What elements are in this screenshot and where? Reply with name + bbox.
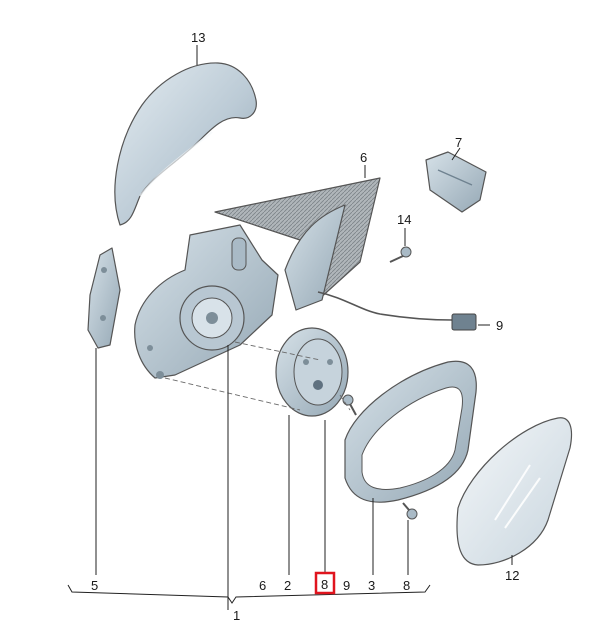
cable-harness-part bbox=[317, 291, 477, 331]
bottom-label-9: 9 bbox=[343, 578, 350, 593]
callout-12: 12 bbox=[505, 568, 519, 583]
clip-part bbox=[425, 151, 487, 213]
assembly-bracket bbox=[67, 584, 431, 604]
callout-7: 7 bbox=[455, 135, 462, 150]
callout-9: 9 bbox=[496, 318, 503, 333]
mirror-base-part bbox=[214, 177, 381, 311]
adjust-motor-part bbox=[275, 327, 349, 417]
mirror-housing-part bbox=[134, 224, 279, 379]
screw-14-part bbox=[389, 246, 412, 263]
leader-lines bbox=[95, 45, 513, 610]
bottom-label-5: 5 bbox=[91, 578, 98, 593]
bottom-label-3: 3 bbox=[368, 578, 375, 593]
callout-labels: 13 7 6 14 9 12 5 6 2 8 9 3 8 1 bbox=[91, 30, 519, 623]
mirror-glass-part bbox=[456, 417, 573, 566]
screw-8-part bbox=[342, 394, 357, 416]
highlight-box bbox=[314, 571, 336, 595]
callout-6: 6 bbox=[360, 150, 367, 165]
assembly-label-1: 1 bbox=[233, 608, 240, 623]
callout-14: 14 bbox=[397, 212, 411, 227]
bottom-label-6: 6 bbox=[259, 578, 266, 593]
bottom-label-8: 8 bbox=[403, 578, 410, 593]
alignment-lines bbox=[164, 341, 351, 411]
bottom-label-8-highlighted: 8 bbox=[321, 577, 328, 592]
screw-8b-part bbox=[402, 502, 418, 520]
mirror-cover-part bbox=[114, 62, 257, 226]
callout-13: 13 bbox=[191, 30, 205, 45]
bottom-label-2: 2 bbox=[284, 578, 291, 593]
mirror-frame-part bbox=[344, 360, 477, 503]
bracket-plate-part bbox=[87, 247, 121, 349]
